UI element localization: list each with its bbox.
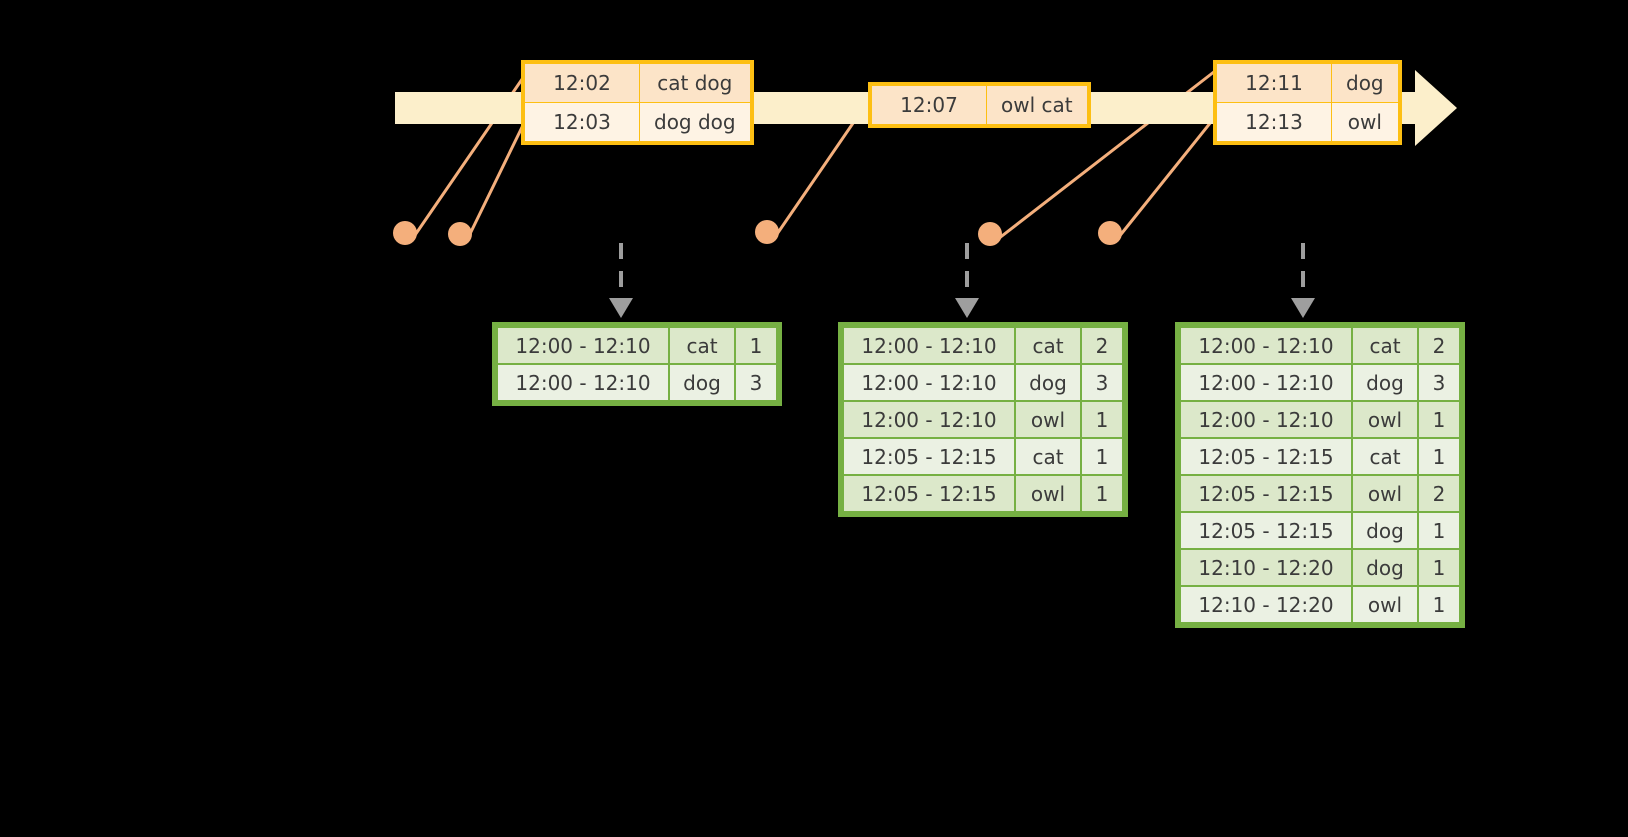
result-count: 1 <box>1082 439 1122 474</box>
message-row[interactable]: 12:13 owl <box>1216 102 1399 142</box>
result-word: owl <box>1353 476 1417 511</box>
message-time: 12:02 <box>524 63 640 103</box>
result-count: 3 <box>736 365 776 400</box>
result-window: 12:00 - 12:10 <box>844 365 1014 400</box>
result-window: 12:00 - 12:10 <box>1181 328 1351 363</box>
result-window: 12:10 - 12:20 <box>1181 550 1351 585</box>
result-word: owl <box>1016 476 1080 511</box>
result-window: 12:05 - 12:15 <box>1181 476 1351 511</box>
event-dot-3 <box>755 220 779 244</box>
message-time: 12:11 <box>1216 63 1332 103</box>
result-window: 12:00 - 12:10 <box>498 365 668 400</box>
result-window: 12:05 - 12:15 <box>1181 513 1351 548</box>
message-time: 12:07 <box>871 85 987 125</box>
event-dot-2 <box>448 222 472 246</box>
message-group-2[interactable]: 12:07 owl cat <box>868 82 1091 128</box>
message-words: dog <box>1331 63 1399 103</box>
message-group-1[interactable]: 12:02 cat dog 12:03 dog dog <box>521 60 754 145</box>
down-arrow-group <box>609 243 1315 318</box>
result-word: dog <box>670 365 734 400</box>
message-row[interactable]: 12:11 dog <box>1216 63 1399 103</box>
connector-line-2 <box>466 115 529 240</box>
result-word: dog <box>1353 550 1417 585</box>
timeline-arrow-icon <box>1415 70 1457 146</box>
result-count: 1 <box>1419 402 1459 437</box>
message-row[interactable]: 12:02 cat dog <box>524 63 751 103</box>
message-row[interactable]: 12:07 owl cat <box>871 85 1088 125</box>
result-window: 12:00 - 12:10 <box>498 328 668 363</box>
result-count: 3 <box>1082 365 1122 400</box>
result-window: 12:10 - 12:20 <box>1181 587 1351 622</box>
result-count: 2 <box>1082 328 1122 363</box>
result-count: 1 <box>1419 439 1459 474</box>
result-word: dog <box>1016 365 1080 400</box>
message-row[interactable]: 12:03 dog dog <box>524 102 751 142</box>
result-count: 1 <box>1419 587 1459 622</box>
message-words: owl <box>1331 102 1399 142</box>
result-window: 12:00 - 12:10 <box>1181 365 1351 400</box>
result-window: 12:05 - 12:15 <box>844 476 1014 511</box>
message-time: 12:03 <box>524 102 640 142</box>
message-group-3[interactable]: 12:11 dog 12:13 owl <box>1213 60 1402 145</box>
result-count: 2 <box>1419 328 1459 363</box>
message-words: cat dog <box>639 63 751 103</box>
result-window: 12:05 - 12:15 <box>844 439 1014 474</box>
result-count: 1 <box>736 328 776 363</box>
result-window: 12:05 - 12:15 <box>1181 439 1351 474</box>
down-arrow-3-head-icon <box>1291 298 1315 318</box>
event-dot-1 <box>393 221 417 245</box>
result-word: cat <box>1353 439 1417 474</box>
message-words: dog dog <box>639 102 751 142</box>
result-word: dog <box>1353 365 1417 400</box>
result-word: owl <box>1353 402 1417 437</box>
event-dot-5 <box>1098 221 1122 245</box>
result-word: owl <box>1353 587 1417 622</box>
message-words: owl cat <box>986 85 1088 125</box>
message-time: 12:13 <box>1216 102 1332 142</box>
result-count: 1 <box>1419 513 1459 548</box>
down-arrow-1-head-icon <box>609 298 633 318</box>
result-count: 1 <box>1419 550 1459 585</box>
result-window: 12:00 - 12:10 <box>844 402 1014 437</box>
connector-line-5 <box>1116 110 1221 240</box>
result-count: 1 <box>1082 402 1122 437</box>
result-window: 12:00 - 12:10 <box>1181 402 1351 437</box>
event-dot-4 <box>978 222 1002 246</box>
result-word: dog <box>1353 513 1417 548</box>
result-word: cat <box>1016 328 1080 363</box>
result-count: 2 <box>1419 476 1459 511</box>
down-arrow-2-head-icon <box>955 298 979 318</box>
result-count: 1 <box>1082 476 1122 511</box>
result-word: owl <box>1016 402 1080 437</box>
result-word: cat <box>670 328 734 363</box>
result-window: 12:00 - 12:10 <box>844 328 1014 363</box>
result-word: cat <box>1016 439 1080 474</box>
result-word: cat <box>1353 328 1417 363</box>
result-count: 3 <box>1419 365 1459 400</box>
